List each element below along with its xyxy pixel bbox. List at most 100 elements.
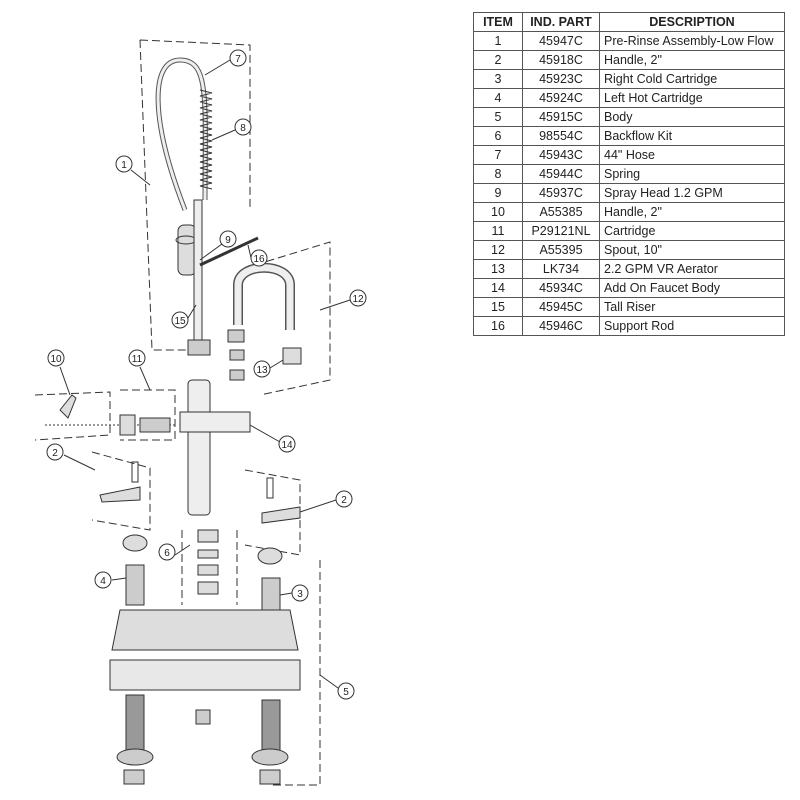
svg-text:9: 9	[225, 235, 231, 246]
cell-item: 2	[473, 50, 523, 70]
callout-5: 5	[337, 682, 355, 700]
cell-part: 45944C	[522, 164, 600, 184]
svg-text:14: 14	[281, 440, 293, 451]
body-5-bracket	[270, 560, 321, 786]
cell-item: 4	[473, 88, 523, 108]
cartridge-11-bracket	[120, 389, 176, 441]
svg-text:11: 11	[132, 354, 143, 365]
nut	[187, 339, 211, 356]
cell-item: 15	[473, 297, 523, 317]
callout-8: 8	[234, 118, 252, 136]
cell-part: 98554C	[522, 126, 600, 146]
cartridge-4	[125, 564, 145, 606]
cell-part: 45947C	[522, 31, 600, 51]
cell-description: Handle, 2"	[599, 50, 785, 70]
svg-text:2: 2	[52, 448, 58, 459]
callout-14: 14	[278, 435, 296, 453]
svg-text:15: 15	[174, 316, 186, 327]
shank-left	[125, 694, 145, 751]
cell-description: Support Rod	[599, 316, 785, 336]
svg-text:6: 6	[164, 548, 170, 559]
cell-description: Tall Riser	[599, 297, 785, 317]
cell-part: 45943C	[522, 145, 600, 165]
spring	[199, 89, 213, 190]
svg-text:5: 5	[343, 687, 349, 698]
tall-riser	[193, 199, 203, 341]
cell-item: 8	[473, 164, 523, 184]
spout-12-bracket	[254, 241, 331, 396]
cell-item: 13	[473, 259, 523, 279]
cell-part: 45934C	[522, 278, 600, 298]
handle-2-left-bracket	[91, 451, 151, 531]
cell-part: 45924C	[522, 88, 600, 108]
cell-item: 12	[473, 240, 523, 260]
backflow-6-bracket	[181, 530, 238, 605]
body-5	[111, 609, 299, 651]
svg-text:12: 12	[352, 294, 364, 305]
cell-description: Spring	[599, 164, 785, 184]
table-header-row: ITEM IND. PART DESCRIPTION	[473, 12, 785, 32]
gasket	[109, 659, 301, 691]
callout-15: 15	[171, 311, 189, 329]
callout-2-right: 2	[335, 490, 353, 508]
hose-inner	[156, 58, 207, 211]
cell-item: 9	[473, 183, 523, 203]
callout-4: 4	[94, 571, 112, 589]
cell-part: P29121NL	[522, 221, 600, 241]
spray-head	[177, 224, 197, 276]
header-description: DESCRIPTION	[599, 12, 785, 32]
cell-description: Body	[599, 107, 785, 127]
callout-2-left: 2	[46, 443, 64, 461]
cell-item: 11	[473, 221, 523, 241]
callout-7: 7	[229, 49, 247, 67]
hose	[155, 57, 208, 211]
handle-2-right	[261, 506, 301, 524]
cell-item: 10	[473, 202, 523, 222]
cell-description: Handle, 2"	[599, 202, 785, 222]
cell-part: A55385	[522, 202, 600, 222]
cell-item: 16	[473, 316, 523, 336]
cell-description: Spout, 10"	[599, 240, 785, 260]
callout-13: 13	[253, 360, 271, 378]
cell-part: A55395	[522, 240, 600, 260]
svg-text:3: 3	[297, 589, 303, 600]
callout-3: 3	[291, 584, 309, 602]
svg-text:8: 8	[240, 123, 246, 134]
assembly-1-bracket	[139, 39, 251, 351]
callout-1: 1	[115, 155, 133, 173]
svg-text:10: 10	[50, 354, 62, 365]
svg-text:16: 16	[253, 254, 265, 265]
cell-part: 45918C	[522, 50, 600, 70]
callout-11: 11	[128, 349, 146, 367]
handle-2-left	[99, 486, 141, 503]
callout-12: 12	[349, 289, 367, 307]
spout	[233, 262, 295, 330]
cell-description: Left Hot Cartridge	[599, 88, 785, 108]
add-on-faucet-body	[187, 379, 211, 516]
handle-10-bracket	[34, 391, 111, 441]
callout-10: 10	[47, 349, 65, 367]
cell-description: Add On Faucet Body	[599, 278, 785, 298]
callout-9: 9	[219, 230, 237, 248]
svg-text:2: 2	[341, 495, 347, 506]
header-item: ITEM	[473, 12, 523, 32]
cell-item: 5	[473, 107, 523, 127]
cell-part: 45945C	[522, 297, 600, 317]
cell-description: 2.2 GPM VR Aerator	[599, 259, 785, 279]
svg-text:13: 13	[256, 365, 268, 376]
cell-description: Backflow Kit	[599, 126, 785, 146]
cell-item: 7	[473, 145, 523, 165]
